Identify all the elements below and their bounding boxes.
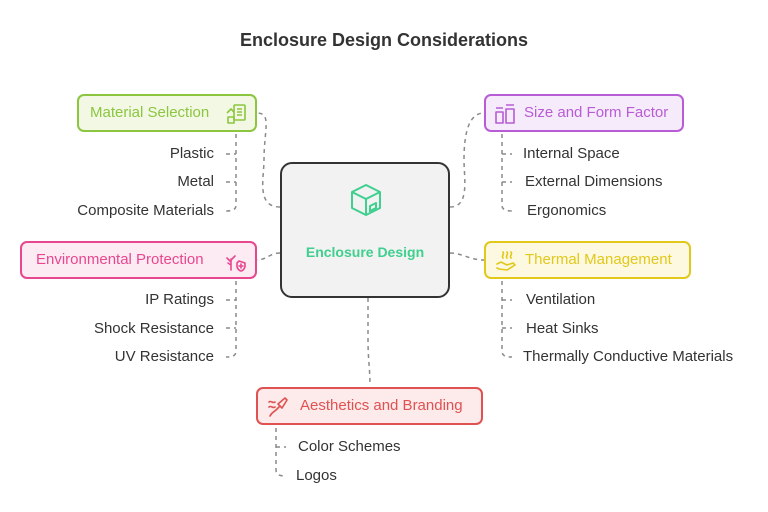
connector-center-material — [256, 112, 281, 208]
category-label: Thermal Management — [525, 251, 672, 268]
size-item-external: External Dimensions — [525, 173, 663, 190]
material-item-plastic: Plastic — [169, 145, 214, 162]
material-item-metal: Metal — [177, 173, 214, 190]
center-label: Enclosure Design — [305, 244, 425, 260]
material-item-composite: Composite Materials — [77, 202, 214, 219]
category-material-selection: Material Selection — [77, 94, 257, 132]
category-size-form-factor: Size and Form Factor — [484, 94, 684, 132]
environmental-item-uv: UV Resistance — [114, 348, 214, 365]
material-book-icon — [226, 104, 246, 124]
category-environmental-protection: Environmental Protection — [20, 241, 257, 279]
center-node: Enclosure Design — [280, 162, 450, 298]
aesthetics-item-logos: Logos — [296, 467, 337, 484]
thermal-item-heat-sinks: Heat Sinks — [526, 320, 599, 337]
thermal-item-conductive: Thermally Conductive Materials — [523, 348, 734, 365]
size-item-ergonomics: Ergonomics — [527, 202, 607, 219]
category-thermal-management: Thermal Management — [484, 241, 691, 279]
heat-hand-icon — [496, 251, 516, 271]
connector-center-aesthetics — [367, 298, 371, 387]
connector-center-environmental — [256, 252, 281, 261]
connector-thermal-items — [501, 281, 513, 358]
connector-environmental-items — [225, 281, 237, 358]
resize-shapes-icon — [495, 104, 515, 124]
connector-size-items — [501, 134, 513, 212]
environmental-item-shock: Shock Resistance — [93, 320, 214, 337]
page-title: Enclosure Design Considerations — [239, 30, 529, 50]
paint-brush-icon — [268, 397, 288, 417]
aesthetics-item-color-schemes: Color Schemes — [298, 438, 401, 455]
category-label: Aesthetics and Branding — [300, 397, 463, 414]
plant-shield-icon — [226, 255, 246, 272]
thermal-item-ventilation: Ventilation — [526, 291, 596, 308]
category-aesthetics-branding: Aesthetics and Branding — [256, 387, 483, 425]
connector-center-size — [449, 112, 485, 208]
category-label: Material Selection — [90, 104, 210, 121]
cube-icon — [351, 184, 381, 216]
category-label: Environmental Protection — [36, 251, 204, 268]
connector-aesthetics-items — [275, 428, 287, 477]
size-item-internal: Internal Space — [523, 145, 620, 162]
connector-material-items — [225, 134, 237, 212]
category-label: Size and Form Factor — [524, 104, 669, 121]
connector-center-thermal — [449, 252, 485, 261]
environmental-item-ip-ratings: IP Ratings — [145, 291, 214, 308]
